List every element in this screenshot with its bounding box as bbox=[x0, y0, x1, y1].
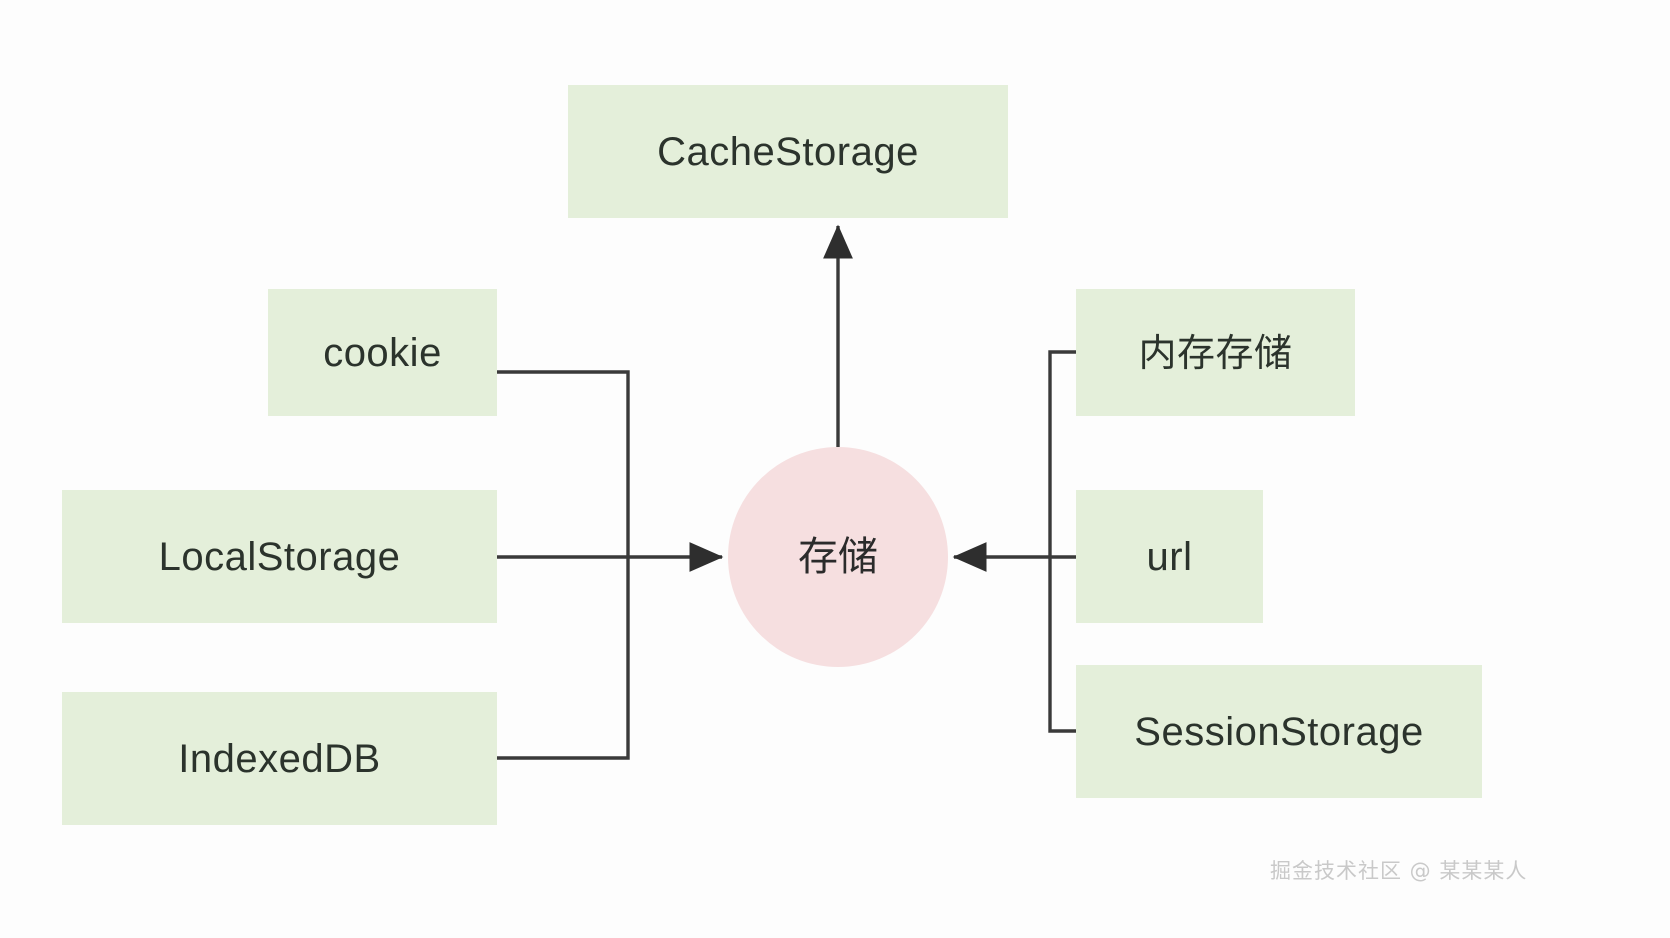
edge-cookie-to-storage bbox=[497, 370, 630, 557]
node-cookie-label: cookie bbox=[323, 330, 442, 375]
node-cachestorage-label: CacheStorage bbox=[657, 129, 919, 174]
node-storage-hub[interactable]: 存储 bbox=[728, 447, 948, 667]
watermark-text: 掘金技术社区 @ 某某某人 bbox=[1270, 859, 1528, 883]
node-url-label: url bbox=[1146, 534, 1193, 579]
edge-sessionstorage-to-storage bbox=[1048, 557, 1076, 733]
node-url[interactable]: url bbox=[1076, 490, 1263, 623]
node-sessionstorage-label: SessionStorage bbox=[1134, 709, 1424, 754]
node-cachestorage[interactable]: CacheStorage bbox=[568, 85, 1008, 218]
node-localstorage-label: LocalStorage bbox=[158, 534, 401, 579]
node-indexeddb[interactable]: IndexedDB bbox=[62, 692, 497, 825]
node-memory-storage-label: 内存存储 bbox=[1138, 330, 1293, 375]
node-memory-storage[interactable]: 内存存储 bbox=[1076, 289, 1355, 416]
node-cookie[interactable]: cookie bbox=[268, 289, 497, 416]
node-indexeddb-label: IndexedDB bbox=[178, 736, 381, 781]
edge-memory-to-storage bbox=[1048, 350, 1076, 557]
node-sessionstorage[interactable]: SessionStorage bbox=[1076, 665, 1482, 798]
edge-indexeddb-to-storage bbox=[497, 557, 630, 760]
node-storage-hub-label: 存储 bbox=[798, 534, 878, 580]
node-localstorage[interactable]: LocalStorage bbox=[62, 490, 497, 623]
